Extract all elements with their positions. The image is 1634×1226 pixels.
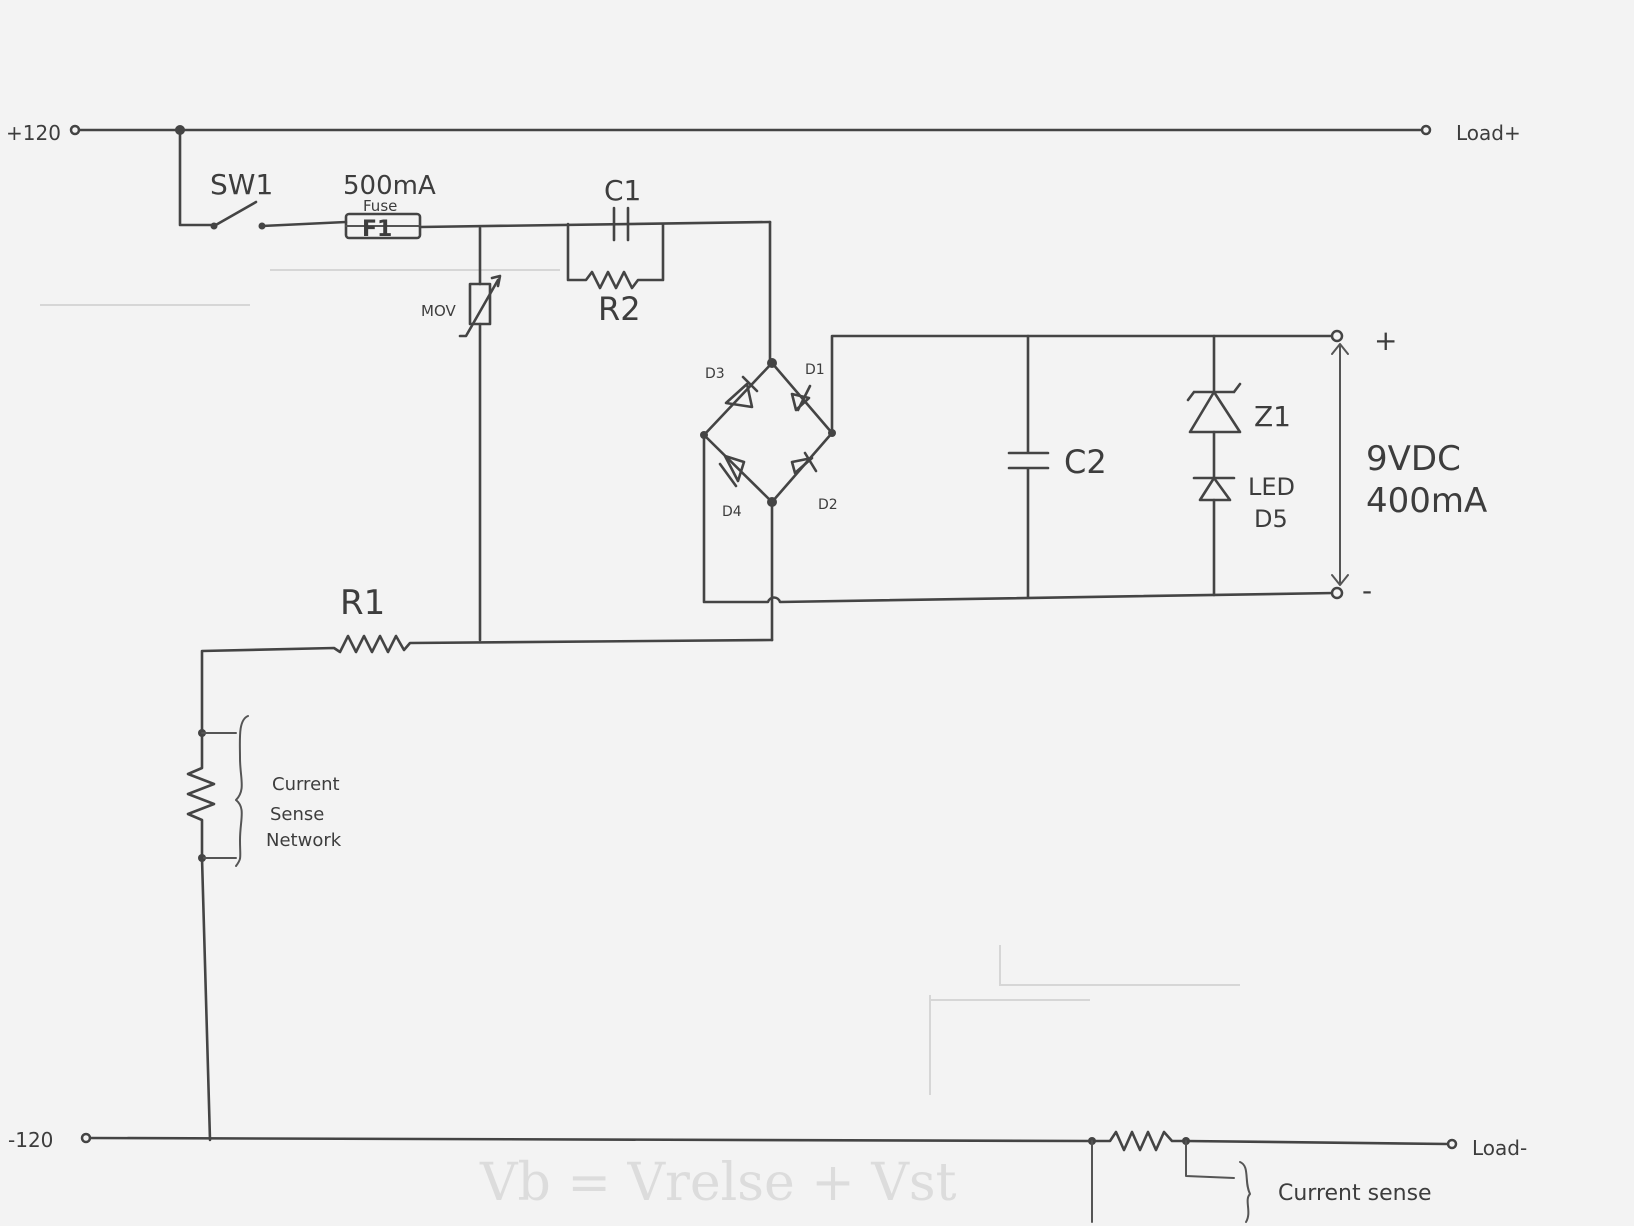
led-d5 <box>1192 476 1236 597</box>
label-sw1: SW1 <box>210 168 273 201</box>
diode-d2 <box>790 451 818 475</box>
label-minus-120: -120 <box>8 1128 53 1152</box>
label-output-current: 400mA <box>1366 481 1487 521</box>
resistor-r2 <box>566 222 665 290</box>
label-d1: D1 <box>805 362 825 378</box>
label-output-plus: + <box>1374 324 1397 357</box>
mov-varistor <box>458 226 502 642</box>
label-c2: C2 <box>1064 443 1107 481</box>
diode-d1 <box>790 384 812 412</box>
label-r1: R1 <box>340 583 385 623</box>
terminal-load-plus <box>1420 124 1432 136</box>
label-current-sense-line1: Current <box>272 774 340 795</box>
switch-sw1 <box>178 128 348 230</box>
label-mov: MOV <box>421 302 456 320</box>
output-terminals <box>1330 329 1349 600</box>
faint-bleed-through: Vb = Vrelse + Vst <box>40 269 1240 1213</box>
label-z1: Z1 <box>1254 400 1291 433</box>
label-d2: D2 <box>818 497 838 513</box>
label-fuse-word: Fuse <box>363 197 397 215</box>
resistor-r1 <box>200 634 774 735</box>
capacitor-c1 <box>612 206 630 242</box>
current-sense-network-left <box>186 715 249 1142</box>
label-d3: D3 <box>705 366 725 382</box>
top-rail <box>69 124 1432 136</box>
capacitor-c2 <box>1007 334 1050 599</box>
label-fuse-rating: 500mA <box>343 171 436 201</box>
label-f1: F1 <box>362 217 392 242</box>
diode-d3 <box>724 375 759 409</box>
label-current-sense-bottom: Current sense <box>1278 1181 1432 1206</box>
label-c1: C1 <box>604 174 641 207</box>
zener-z1 <box>1186 334 1242 480</box>
label-plus-120: +120 <box>6 121 61 145</box>
wire-positive-out <box>830 334 1336 435</box>
label-output-minus: - <box>1362 574 1372 607</box>
label-d4: D4 <box>722 504 742 520</box>
label-output-voltage: 9VDC <box>1366 439 1461 479</box>
label-r2: R2 <box>598 290 641 328</box>
diode-d4 <box>718 454 746 488</box>
bottom-rail <box>80 1132 1458 1150</box>
label-current-sense-line3: Network <box>266 830 342 851</box>
fuse-f1 <box>344 212 772 240</box>
faint-equation: Vb = Vrelse + Vst <box>479 1153 957 1213</box>
label-current-sense-line2: Sense <box>270 804 324 825</box>
current-sense-network-bottom <box>1088 1130 1450 1223</box>
label-load-minus: Load- <box>1472 1136 1527 1160</box>
label-led-line1: LED <box>1248 473 1295 501</box>
label-load-plus: Load+ <box>1456 121 1521 145</box>
label-led-line2: D5 <box>1254 505 1288 533</box>
